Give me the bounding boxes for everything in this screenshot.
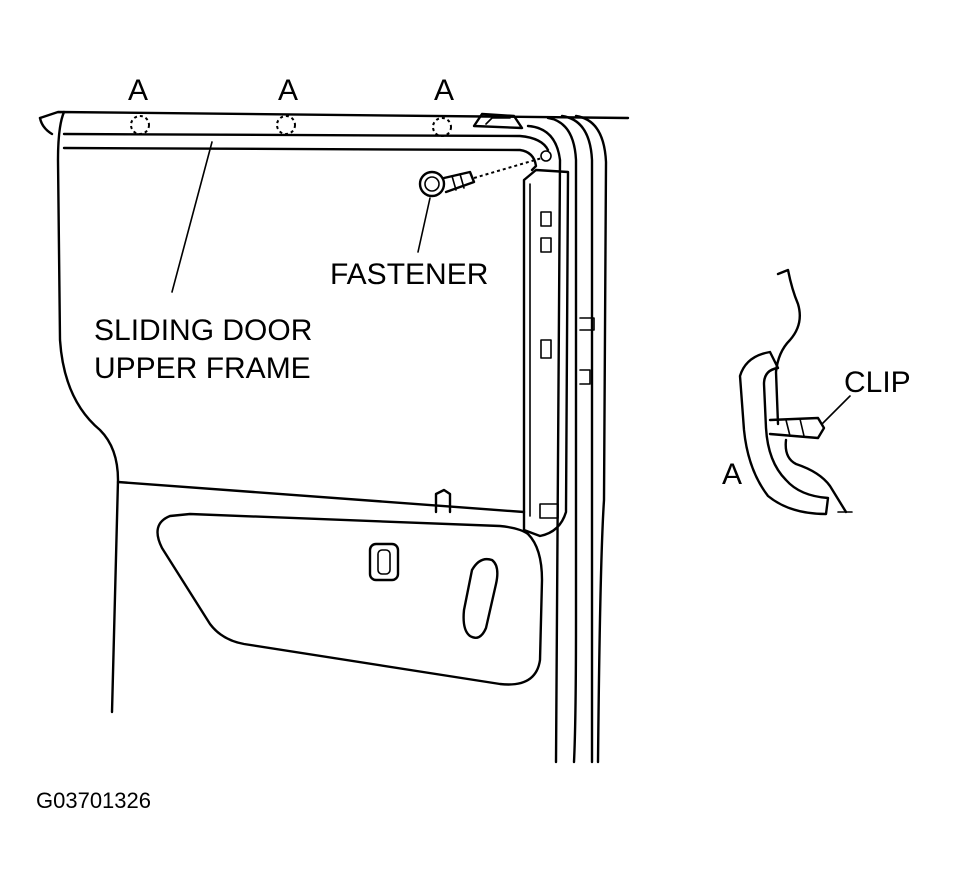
clip-detail [738,268,853,516]
figure-id: G03701326 [36,788,151,813]
pillar-line-4 [574,114,608,764]
clip-label: CLIP [844,366,911,399]
fastener-shank [442,170,476,194]
pull-slot [462,557,499,639]
pillar-line-1 [526,124,562,764]
upper-frame-inner [62,146,538,172]
door-handle-recess-inner [377,549,391,575]
detail-skin-line [774,268,801,426]
detail-skin-lower [784,438,848,514]
pillar-line-2 [546,116,578,764]
upper-frame-outer [62,132,550,152]
marker-a-3: A [434,74,454,107]
panel-left-edge [56,110,120,714]
top-latch-inner [485,117,511,125]
detail-clip-barb [785,418,805,437]
upper-frame-leader [171,141,213,293]
detail-a-label: A [722,458,742,491]
fastener-hole [540,150,552,162]
sliding-door-label-line2: UPPER FRAME [94,352,311,385]
fastener-barb [451,173,465,191]
trim-channel-outer [522,168,570,538]
pillar-tab-1 [579,317,595,331]
roof-line [38,110,630,120]
channel-slot-3 [540,339,552,359]
fastener-label: FASTENER [330,258,488,291]
clip-hole-a-3 [432,117,452,137]
channel-slot-2 [540,237,552,253]
fastener-leader [417,197,431,253]
pillar-tab-2 [579,369,591,385]
channel-slot-1 [540,211,552,227]
channel-slot-4 [539,503,559,519]
detail-clip [768,416,826,440]
clip-hole-a-1 [130,115,150,135]
door-handle-recess [368,542,400,582]
clip-hole-a-2 [276,115,296,135]
clip-leader [821,395,851,425]
marker-a-2: A [278,74,298,107]
fastener-part [417,150,552,253]
fastener-head-inner [424,176,440,192]
belt-clip [434,488,452,514]
belt-line [116,480,526,514]
fastener-head [418,170,446,198]
marker-a-1: A [128,74,148,107]
sliding-door-label-line1: SLIDING DOOR [94,314,312,347]
door-panel [38,110,630,764]
top-latch [472,112,524,130]
pillar-line-3 [560,114,594,764]
detail-trim-section [738,350,830,516]
roof-line-tip [38,116,54,136]
armrest-pocket [156,512,544,686]
